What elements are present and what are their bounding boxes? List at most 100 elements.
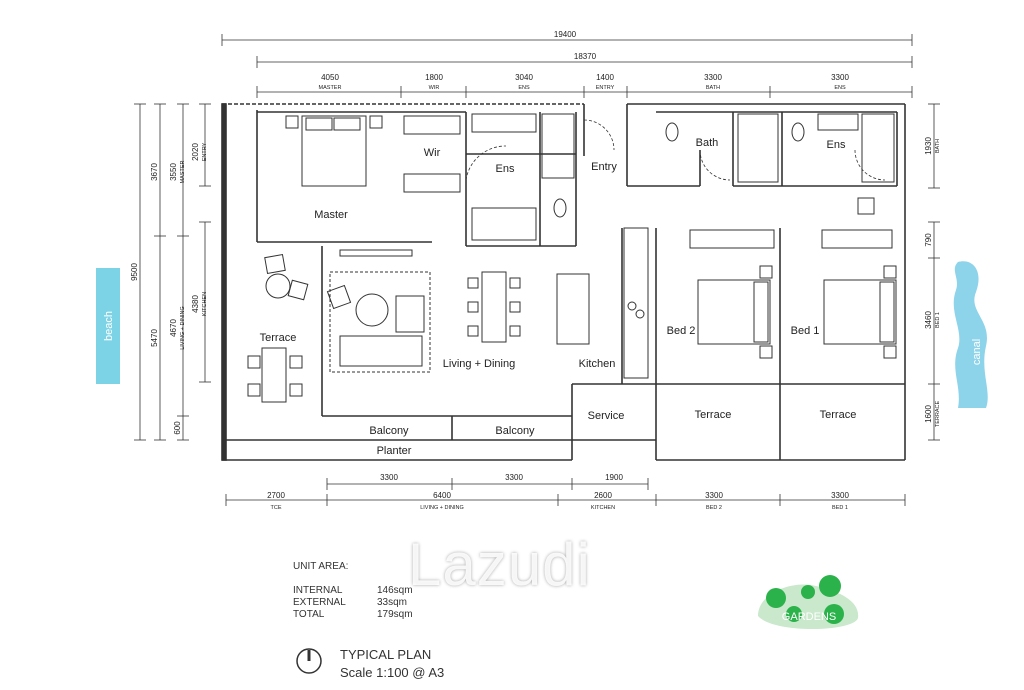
door-swings (465, 119, 886, 181)
watermark: Lazudi (408, 531, 591, 598)
terrace-table-icon (265, 273, 291, 299)
left-inner-label: MASTER (180, 161, 186, 184)
bottom-seg-label: BED 1 (832, 505, 848, 511)
top-seg-value: 1800 (425, 73, 443, 82)
top-seg-label: ENS (834, 85, 846, 91)
right-dim-label: BATH (935, 139, 941, 153)
shower-icon (541, 113, 575, 179)
bottom-seg-value: 2700 (267, 491, 285, 500)
furniture (247, 113, 897, 403)
bed1-icon (823, 279, 897, 345)
room-balcony: Balcony (495, 425, 535, 437)
bottom-upper-dim: 3300 (380, 473, 398, 482)
unit-area-value: 179sqm (377, 609, 413, 620)
dining-table-icon (481, 271, 507, 343)
bottom-seg-label: LIVING + DINING (420, 505, 464, 511)
top-seg-label: BATH (706, 85, 720, 91)
unit-area-row: TOTAL 179sqm (293, 609, 413, 621)
room-ens: Ens (496, 163, 515, 175)
plan-title: TYPICAL PLAN (340, 647, 432, 662)
unit-area-row: INTERNAL 146sqm (293, 585, 413, 597)
room-balcony: Balcony (369, 425, 409, 437)
left-small-label: ENTRY (202, 142, 208, 161)
shower-icon (861, 113, 895, 183)
cooktop-icon (627, 301, 637, 311)
left-small-dim: 4380 (191, 295, 200, 313)
left-mid-dim: 3670 (150, 163, 159, 181)
bottom-dimension-chain (225, 478, 906, 506)
top-segment-labels: 4050 MASTER 1800 WIR 3040 ENS 1400 ENTRY… (319, 73, 850, 91)
room-planter: Planter (377, 445, 412, 457)
right-dim: 3460 (924, 311, 933, 329)
canal-shape (953, 261, 988, 408)
room-wir: Wir (424, 147, 441, 159)
room-labels: Master Wir Ens Entry Bath Ens Terrace Li… (260, 137, 857, 457)
bottom-seg-value: 6400 (433, 491, 451, 500)
toilet-icon (553, 198, 567, 218)
top-dimension-chain (221, 34, 913, 98)
room-living-dining: Living + Dining (443, 358, 515, 370)
unit-area-table: UNIT AREA: INTERNAL 146sqm EXTERNAL 33sq… (293, 561, 413, 621)
right-dim: 790 (924, 233, 933, 247)
top-seg-label: ENS (518, 85, 530, 91)
top-sub-dim: 18370 (574, 52, 597, 61)
unit-area-value: 146sqm (377, 585, 413, 596)
top-total-dim: 19400 (554, 30, 577, 39)
left-inner-dim: 4670 (169, 319, 178, 337)
toilet-icon (791, 122, 805, 142)
left-inner-label: LIVING + DINING (180, 306, 186, 350)
room-bed2: Bed 2 (667, 325, 696, 337)
room-master: Master (314, 209, 348, 221)
bottom-seg-value: 2600 (594, 491, 612, 500)
room-terrace: Terrace (695, 409, 732, 421)
plan-scale: Scale 1:100 @ A3 (340, 665, 445, 680)
right-dimension-chain (928, 103, 940, 441)
tv-unit-icon (339, 249, 413, 257)
shower-icon (737, 113, 779, 183)
top-seg-label: MASTER (319, 85, 342, 91)
unit-area-heading: UNIT AREA: (293, 561, 349, 572)
bottom-upper-dim: 3300 (505, 473, 523, 482)
bed2-icon (697, 279, 771, 345)
right-dim-label: TERRACE (935, 401, 941, 428)
top-seg-value: 3300 (704, 73, 722, 82)
walls (221, 103, 906, 461)
top-seg-label: ENTRY (596, 85, 615, 91)
room-terrace: Terrace (260, 332, 297, 344)
room-service: Service (588, 410, 625, 422)
rug-icon (329, 271, 431, 373)
gardens-marker: GARDENS (758, 575, 859, 629)
vanity-icon (817, 113, 859, 131)
top-seg-value: 3040 (515, 73, 533, 82)
room-terrace: Terrace (820, 409, 857, 421)
right-dim: 1600 (924, 405, 933, 423)
bottom-seg-value: 3300 (705, 491, 723, 500)
vanity-icon (471, 113, 537, 133)
left-small-label: KITCHEN (202, 292, 208, 316)
bathtub-icon (471, 207, 537, 241)
gardens-label: GARDENS (782, 611, 836, 623)
room-entry: Entry (591, 161, 617, 173)
bottom-seg-label: TCE (271, 505, 282, 511)
armchair-icon (395, 295, 425, 333)
top-seg-value: 1400 (596, 73, 614, 82)
room-bed1: Bed 1 (791, 325, 820, 337)
unit-area-name: EXTERNAL (293, 597, 346, 608)
room-kitchen: Kitchen (579, 358, 616, 370)
beach-label: beach (103, 311, 115, 341)
bottom-upper-dim: 1900 (605, 473, 623, 482)
master-bed-icon (301, 115, 367, 187)
left-mid-dim: 5470 (150, 329, 159, 347)
room-bath: Bath (696, 137, 719, 149)
left-small-dim: 2020 (191, 143, 200, 161)
top-seg-value: 4050 (321, 73, 339, 82)
kitchen-island-icon (556, 273, 590, 345)
left-inner-dim: 600 (173, 421, 182, 435)
bottom-seg-value: 3300 (831, 491, 849, 500)
north-arrow-icon (296, 648, 322, 674)
unit-area-name: TOTAL (293, 609, 325, 620)
beach-strip (96, 268, 120, 384)
terrace-dining-icon (261, 347, 287, 403)
bottom-seg-label: KITCHEN (591, 505, 615, 511)
